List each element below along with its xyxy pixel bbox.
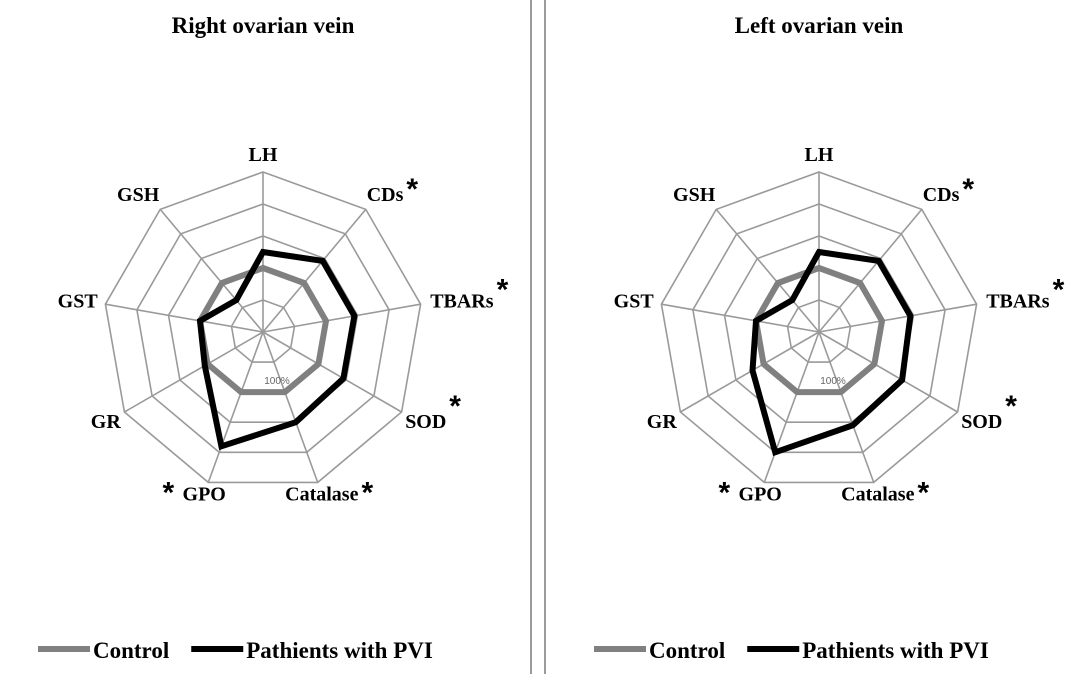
spoke: [818, 303, 977, 333]
spoke: [680, 331, 820, 413]
spoke: [818, 331, 875, 483]
grid-ring: [660, 171, 978, 484]
axis-label-gr: GR: [647, 411, 678, 433]
axis-label-gpo: GPO: [739, 484, 782, 506]
axis-label-gsh: GSH: [117, 184, 160, 206]
chart-title: Right ovarian vein: [172, 13, 355, 38]
axis-label-gsh: GSH: [673, 184, 716, 206]
spoke: [818, 208, 923, 333]
significance-star: *: [362, 477, 374, 510]
series-line-pathients-with-pvi: [749, 248, 914, 457]
axis-label-catalase: Catalase: [841, 484, 914, 506]
spoke: [262, 303, 421, 333]
significance-star: *: [1005, 390, 1017, 423]
series-line-control: [752, 264, 886, 396]
axis-label-gr: GR: [91, 411, 122, 433]
legend-label-pathients-with-pvi: Pathients with PVI: [802, 638, 989, 663]
spoke: [262, 331, 319, 483]
axis-label-gst: GST: [58, 291, 99, 313]
significance-star: *: [918, 477, 930, 510]
spoke: [763, 331, 820, 483]
radar-chart-left-ovarian-vein: Left ovarian vein100%LHCDs*TBARs*SOD*Cat…: [594, 13, 1065, 663]
significance-star: *: [1053, 273, 1065, 306]
grid-ring: [692, 203, 946, 454]
significance-star: *: [449, 390, 461, 423]
series-line-pathients-with-pvi: [196, 248, 358, 451]
legend-label-control: Control: [93, 638, 169, 663]
grid-ring: [104, 171, 422, 484]
axis-label-tbars: TBARs: [986, 290, 1050, 312]
chart-title: Left ovarian vein: [735, 13, 904, 38]
grid-ring: [786, 299, 852, 363]
axis-label-cds: CDs: [367, 184, 404, 206]
legend-label-pathients-with-pvi: Pathients with PVI: [246, 638, 433, 663]
axis-label-tbars: TBARs: [430, 290, 494, 312]
series-line-control: [196, 264, 330, 396]
significance-star: *: [962, 173, 974, 206]
grid-ring: [230, 299, 296, 363]
spoke: [818, 331, 958, 413]
spoke: [661, 303, 820, 333]
spoke: [262, 208, 367, 333]
spoke: [715, 208, 820, 333]
axis-label-catalase: Catalase: [285, 484, 358, 506]
spoke: [105, 303, 264, 333]
radar-chart-right-ovarian-vein: Right ovarian vein100%LHCDs*TBARs*SOD*Ca…: [38, 13, 509, 663]
legend-label-control: Control: [649, 638, 725, 663]
axis-label-lh: LH: [249, 144, 278, 166]
significance-star: *: [497, 273, 509, 306]
significance-star: *: [406, 173, 418, 206]
axis-label-lh: LH: [805, 144, 834, 166]
axis-label-gst: GST: [614, 291, 655, 313]
significance-star: *: [719, 477, 731, 510]
tick-label: 100%: [820, 376, 846, 387]
spoke: [262, 331, 402, 413]
axis-label-gpo: GPO: [183, 484, 226, 506]
axis-label-sod: SOD: [405, 411, 446, 433]
spoke: [159, 208, 264, 333]
axis-label-sod: SOD: [961, 411, 1002, 433]
spoke: [207, 331, 264, 483]
axis-label-cds: CDs: [923, 184, 960, 206]
significance-star: *: [163, 477, 175, 510]
grid-ring: [136, 203, 390, 454]
tick-label: 100%: [264, 376, 290, 387]
spoke: [124, 331, 264, 413]
